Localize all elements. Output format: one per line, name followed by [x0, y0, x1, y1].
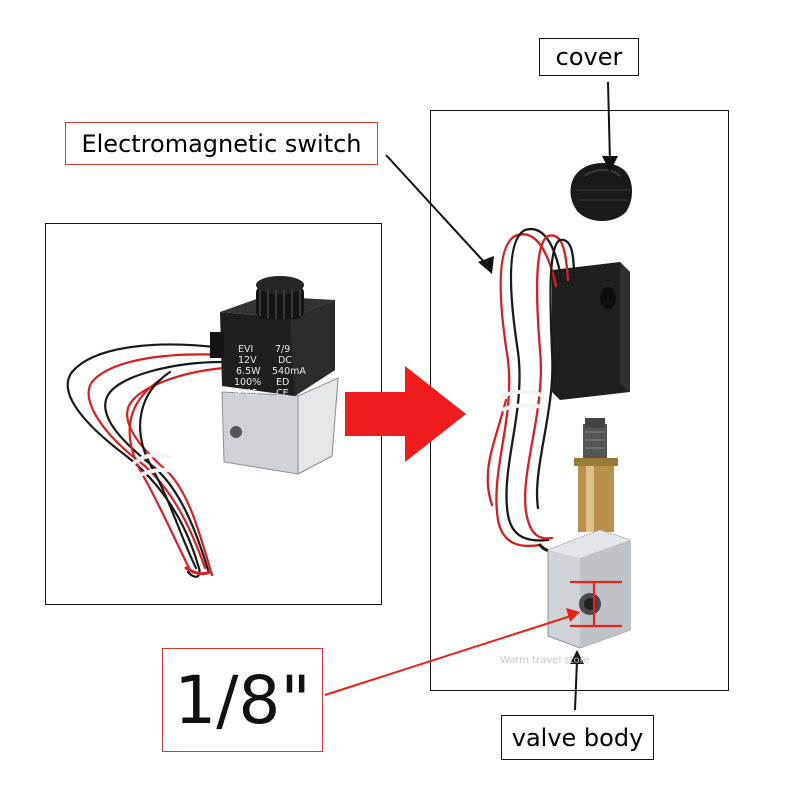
coil-mark-3b: 540mA [272, 366, 306, 377]
valve-body-pointer [574, 659, 578, 711]
assembled-port-hole [230, 426, 242, 438]
valve-body-label: valve body [501, 715, 654, 760]
assembled-wires [66, 343, 227, 578]
valve-body-pointer-head [570, 650, 584, 664]
coil-mark-5b: CE [276, 388, 289, 399]
coil-mark-2a: 12V [238, 355, 257, 366]
coil-mark-5a: IP 65 [234, 388, 258, 399]
coil-mark-2b: DC [278, 355, 292, 366]
callout-pointers [324, 81, 618, 711]
coil-wires [486, 227, 576, 553]
cover-pointer-head [602, 156, 618, 172]
transition-arrow [345, 366, 466, 462]
coil-mark-3a: 6.5W [236, 366, 261, 377]
store-watermark: Warm travel store [500, 655, 590, 666]
port-size-pointer [324, 614, 575, 696]
switch-pointer-head [478, 256, 494, 274]
port-size-pointer-head [566, 608, 580, 622]
cover-label: cover [539, 38, 639, 76]
coil-mark-1a: EVI [238, 344, 253, 355]
assembled-solenoid-valve [66, 276, 339, 578]
coil-mark-4b: ED [276, 377, 289, 388]
coil-part [552, 262, 630, 400]
coil-cable-tie [498, 389, 547, 412]
port-dimension-marker [570, 580, 622, 628]
valve-body-part [547, 529, 631, 649]
cover-nut-part [570, 163, 632, 221]
coil-marking: EVI 7/9 12V DC 6.5W 540mA 100% ED IP 65 … [234, 344, 306, 399]
switch-pointer [385, 154, 487, 265]
assembled-cable-tie [130, 452, 177, 478]
armature-tube [574, 418, 618, 532]
port-size-label: 1/8" [162, 648, 323, 752]
assembled-cover-nut [256, 276, 304, 319]
coil-mark-1b: 7/9 [275, 344, 290, 355]
coil-mark-4a: 100% [234, 377, 261, 388]
electromagnetic-switch-label: Electromagnetic switch [65, 122, 378, 165]
cover-pointer [607, 81, 611, 163]
